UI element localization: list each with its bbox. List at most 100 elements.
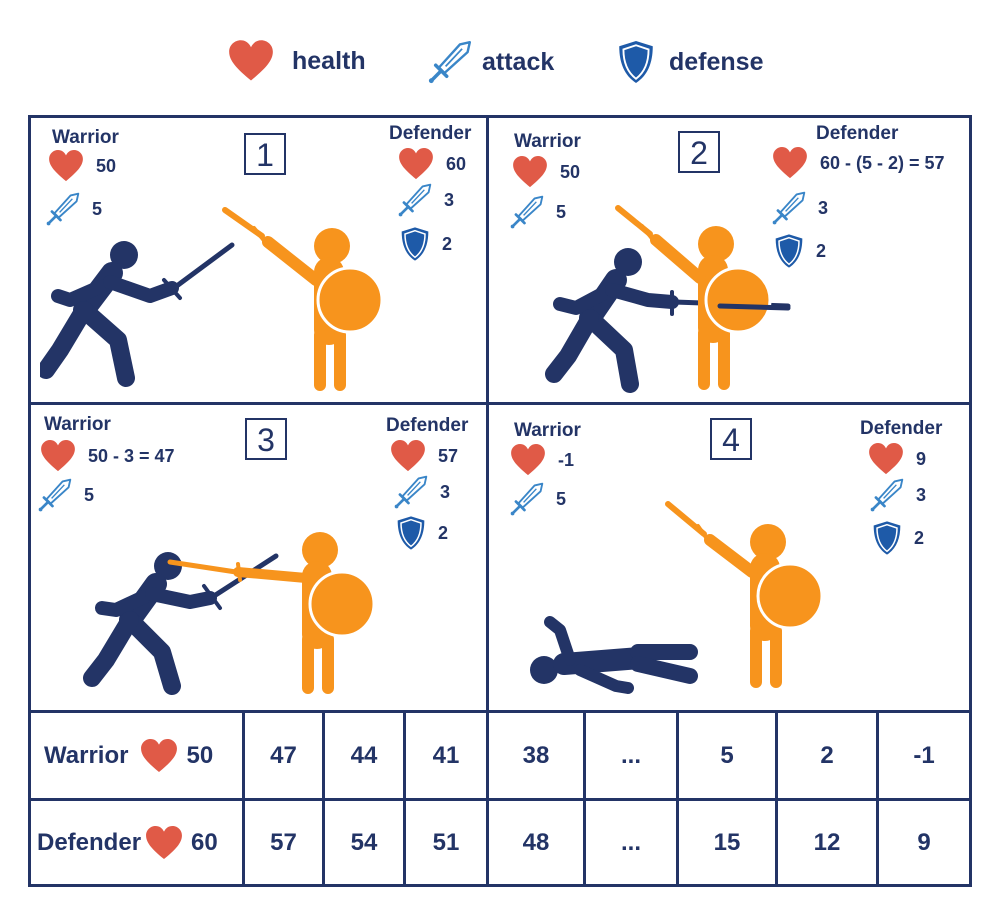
- warrior-attack: 5: [38, 478, 94, 512]
- table-cell: 48: [522, 828, 550, 856]
- table-cell: 54: [350, 828, 378, 856]
- warrior-figure: [545, 248, 791, 393]
- sword-icon: [394, 475, 428, 509]
- defender-health-value: 60 - (5 - 2) = 57: [820, 152, 945, 173]
- warrior-health-value: -1: [558, 449, 575, 470]
- table-cell: 38: [522, 741, 550, 769]
- heart-icon: [510, 444, 546, 476]
- table-cell: 15: [713, 828, 741, 856]
- table-cell: 12: [813, 828, 841, 856]
- table-col-line: [322, 710, 325, 887]
- legend-health: health: [228, 40, 366, 82]
- table-cell: ...: [620, 741, 641, 769]
- warrior-label: Warrior: [514, 131, 581, 152]
- warrior-figure: [40, 241, 235, 387]
- legend-attack-label: attack: [482, 47, 555, 76]
- sword-icon: [870, 478, 904, 512]
- defender-attack: 3: [772, 191, 828, 225]
- defender-attack: 3: [870, 478, 926, 512]
- heart-icon: [145, 826, 183, 860]
- sword-icon: [428, 40, 472, 84]
- defender-health: 9: [868, 443, 926, 475]
- table-col-line: [775, 710, 778, 887]
- sword-icon: [398, 183, 432, 217]
- heart-icon: [140, 739, 178, 773]
- heart-icon: [868, 443, 904, 475]
- defender-health-value: 60: [446, 153, 467, 174]
- defender-defense-value: 2: [914, 527, 925, 548]
- defender-attack: 3: [398, 183, 454, 217]
- warrior-health-value: 50: [560, 161, 581, 182]
- table-cell: 47: [270, 741, 297, 769]
- warrior-figure-fallen: [530, 616, 698, 694]
- table-cell: 5: [720, 741, 734, 769]
- panel-divider-vertical: [486, 115, 489, 712]
- defender-attack-value: 3: [818, 197, 829, 218]
- table-cell: -1: [913, 741, 935, 769]
- table-top-border: [28, 710, 972, 713]
- table-col-line: [486, 710, 489, 887]
- table-cell: 41: [432, 741, 460, 769]
- table-col-line: [676, 710, 679, 887]
- legend-defense: defense: [617, 40, 763, 84]
- defender-defense: 2: [774, 233, 826, 269]
- warrior-attack-value: 5: [556, 201, 567, 222]
- shield-icon: [617, 40, 655, 84]
- defender-figure: [615, 205, 791, 390]
- table-cell: ...: [620, 828, 641, 856]
- table-row-label: Warrior: [44, 741, 129, 769]
- defender-label: Defender: [389, 123, 472, 144]
- warrior-attack: 5: [510, 195, 566, 229]
- heart-icon: [40, 440, 76, 472]
- warrior-attack-value: 5: [84, 484, 95, 505]
- panel-3-fight-illustration: [83, 532, 376, 695]
- table-col-line: [583, 710, 586, 887]
- warrior-label: Warrior: [44, 414, 111, 435]
- warrior-health-value: 50 - 3 = 47: [88, 445, 175, 466]
- shield-icon: [400, 226, 430, 262]
- defender-attack-value: 3: [916, 484, 927, 505]
- defender-health-value: 9: [916, 448, 927, 469]
- table-row-divider: [28, 798, 972, 801]
- defender-defense: 2: [396, 515, 448, 551]
- legend-health-label: health: [292, 46, 366, 75]
- table-row-header-defender: Defender 60: [31, 801, 242, 884]
- warrior-attack-value: 5: [92, 198, 103, 219]
- panel-divider-horizontal: [28, 402, 972, 405]
- defender-label: Defender: [386, 415, 469, 436]
- warrior-health: 50 - 3 = 47: [40, 440, 175, 472]
- shield-icon: [872, 520, 902, 556]
- warrior-health-value: 50: [96, 155, 117, 176]
- warrior-health: 50: [512, 156, 580, 188]
- heart-icon: [390, 440, 426, 472]
- sword-icon: [38, 478, 72, 512]
- defender-figure: [167, 532, 376, 694]
- diagram-frame: [28, 115, 972, 887]
- warrior-attack: 5: [46, 192, 102, 226]
- panel-4-fight-illustration: [530, 501, 824, 694]
- heart-icon: [398, 148, 434, 180]
- defender-label: Defender: [860, 418, 943, 439]
- panel-number: 4: [710, 418, 752, 460]
- defender-defense-value: 2: [816, 240, 827, 261]
- defender-health-value: 57: [438, 445, 459, 466]
- defender-figure: [665, 501, 824, 688]
- defender-health: 57: [390, 440, 458, 472]
- defender-label: Defender: [816, 123, 899, 144]
- legend-attack: attack: [428, 40, 554, 84]
- panel-2-fight-illustration: [545, 205, 791, 393]
- warrior-label: Warrior: [52, 127, 119, 148]
- heart-icon: [228, 40, 274, 82]
- table-col-line: [242, 710, 245, 887]
- warrior-health: -1: [510, 444, 574, 476]
- defender-defense: 2: [872, 520, 924, 556]
- defender-defense-value: 2: [438, 522, 449, 543]
- defender-attack-value: 3: [440, 481, 451, 502]
- heart-icon: [512, 156, 548, 188]
- table-col-line: [876, 710, 879, 887]
- table-row-start-value: 50: [186, 741, 214, 769]
- legend-defense-label: defense: [669, 47, 764, 76]
- heart-icon: [48, 150, 84, 182]
- warrior-label: Warrior: [514, 420, 581, 441]
- table-row-header-warrior: Warrior 50: [31, 713, 242, 798]
